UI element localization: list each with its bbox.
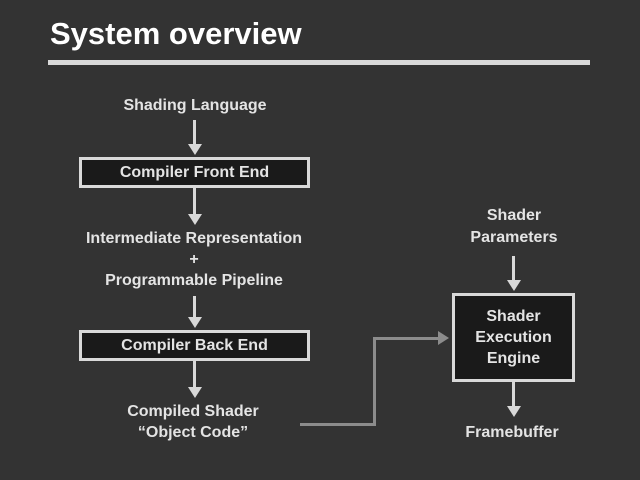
connector-objectcode-elbow-vertical bbox=[373, 337, 376, 426]
box-shader-execution-engine[interactable]: Shader Execution Engine bbox=[452, 293, 575, 382]
arrow-down-icon-engine-to-framebuffer bbox=[507, 406, 521, 417]
arrow-down-icon-frontend-to-ir bbox=[188, 214, 202, 225]
box-compiler-front-end-label: Compiler Front End bbox=[119, 164, 270, 181]
connector-frontend-to-ir-line bbox=[193, 188, 196, 216]
box-shader-execution-engine-label-1: Shader bbox=[486, 308, 541, 325]
title-divider bbox=[48, 60, 590, 65]
arrow-right-icon-objectcode-to-engine bbox=[438, 331, 449, 345]
node-shader-parameters-line2: Parameters bbox=[470, 229, 558, 246]
node-shading-language: Shading Language bbox=[123, 97, 267, 114]
arrow-down-icon-ir-to-backend bbox=[188, 317, 202, 328]
node-object-code: “Object Code” bbox=[137, 424, 249, 441]
arrow-down-icon-shading-to-frontend bbox=[188, 144, 202, 155]
box-compiler-back-end-label: Compiler Back End bbox=[121, 337, 268, 354]
box-compiler-front-end[interactable]: Compiler Front End bbox=[79, 157, 310, 188]
node-shader-parameters-line1: Shader bbox=[486, 207, 542, 224]
connector-ir-to-backend-line bbox=[193, 296, 196, 319]
connector-params-to-engine-line bbox=[512, 256, 515, 282]
arrow-down-icon-backend-to-output bbox=[188, 387, 202, 398]
connector-backend-to-output-line bbox=[193, 361, 196, 389]
connector-objectcode-elbow-horizontal-lower bbox=[300, 423, 376, 426]
node-framebuffer: Framebuffer bbox=[465, 424, 559, 441]
node-compiled-shader: Compiled Shader bbox=[127, 403, 259, 420]
node-programmable-pipeline: Programmable Pipeline bbox=[105, 272, 283, 289]
connector-objectcode-elbow-horizontal-upper bbox=[373, 337, 439, 340]
box-shader-execution-engine-label-3: Engine bbox=[486, 350, 541, 367]
box-compiler-back-end[interactable]: Compiler Back End bbox=[79, 330, 310, 361]
node-intermediate-representation: Intermediate Representation bbox=[85, 230, 303, 247]
connector-shading-to-frontend-line bbox=[193, 120, 196, 146]
connector-engine-to-framebuffer-line bbox=[512, 382, 515, 408]
node-ir-plus: + bbox=[189, 251, 199, 268]
arrow-down-icon-params-to-engine bbox=[507, 280, 521, 291]
box-shader-execution-engine-label-2: Execution bbox=[475, 329, 552, 346]
page-title: System overview bbox=[50, 16, 302, 51]
